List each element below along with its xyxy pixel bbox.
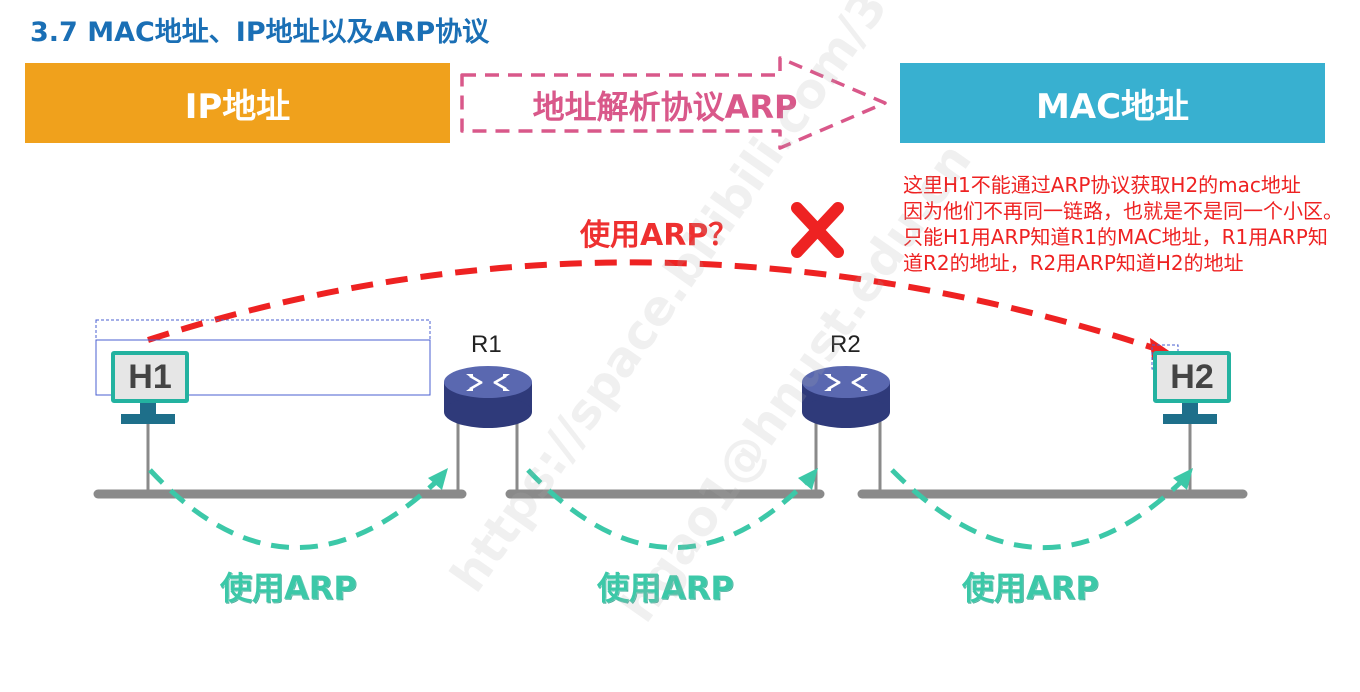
router-r2-label: R2 xyxy=(830,331,861,358)
arp-arc-1 xyxy=(148,468,440,550)
host-h1: H1 xyxy=(111,351,189,403)
slide-title: 3.7 MAC地址、IP地址以及ARP协议 xyxy=(30,17,490,48)
arp-arc-2 xyxy=(526,468,810,550)
use-arp-label-3: 使用ARP xyxy=(962,569,1099,607)
arp-arc-3 xyxy=(890,468,1185,550)
router-r1-icon xyxy=(444,366,532,428)
annotation-note: 这里H1不能通过ARP协议获取H2的mac地址 因为他们不再同一链路，也就是不是… xyxy=(903,172,1343,276)
arp-arc-3-head xyxy=(1173,468,1193,490)
arp-arc-2-head xyxy=(798,468,818,490)
note-line: 这里H1不能通过ARP协议获取H2的mac地址 xyxy=(903,173,1301,197)
host-h2: H2 xyxy=(1153,351,1231,403)
question-label: 使用ARP？ xyxy=(580,218,739,253)
router-r2-icon xyxy=(802,366,890,428)
h1-stand xyxy=(121,403,175,424)
use-arp-label-1: 使用ARP xyxy=(220,569,357,607)
arp-protocol-label: 地址解析协议ARP xyxy=(532,88,798,126)
router-r1-label: R1 xyxy=(471,331,502,358)
use-arp-label-2: 使用ARP xyxy=(597,569,734,607)
ip-address-box: IP地址 xyxy=(25,63,450,143)
failed-arp-arc xyxy=(147,259,1161,353)
arp-resolution-arrow xyxy=(460,56,887,150)
mac-address-box: MAC地址 xyxy=(900,63,1325,143)
cross-icon xyxy=(791,202,844,258)
h2-stand xyxy=(1163,403,1217,424)
note-line: 因为他们不再同一链路，也就是不是同一个小区。 xyxy=(903,199,1343,223)
arp-arc-1-head xyxy=(428,468,448,490)
note-line: 只能H1用ARP知道R1的MAC地址，R1用ARP知道R2的地址，R2用ARP知… xyxy=(903,225,1328,275)
